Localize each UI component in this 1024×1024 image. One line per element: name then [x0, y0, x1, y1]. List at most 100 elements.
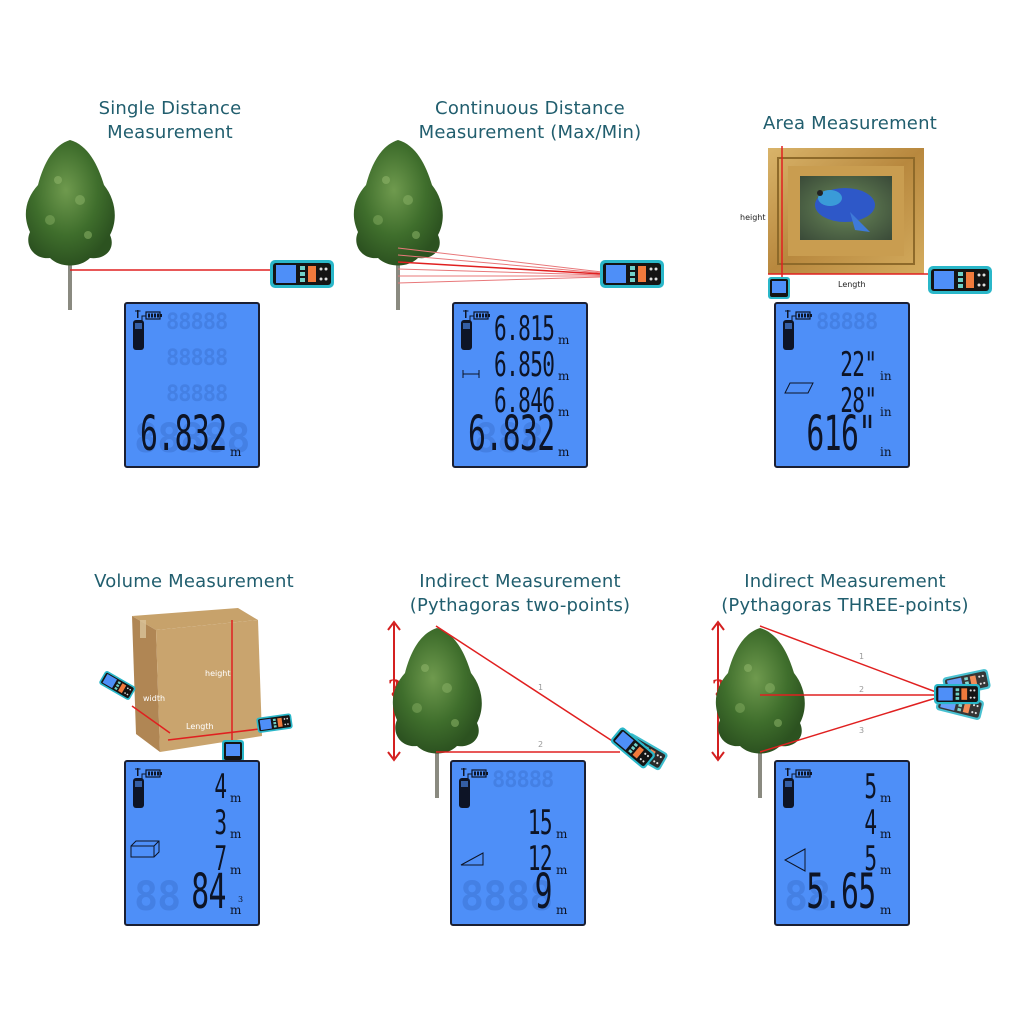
range-finder-device-icon	[934, 684, 981, 705]
reading-row: 84 3 m	[170, 868, 250, 916]
reading-value: 616"	[806, 406, 877, 462]
title-line-1: Continuous Distance	[435, 98, 625, 119]
reading-row: 6.815 m	[457, 312, 578, 346]
panel-pythagoras-three-point: Indirect Measurement (Pythagoras THREE-p…	[680, 540, 1020, 980]
reading-unit: m	[558, 333, 570, 347]
reading-unit: m	[880, 903, 892, 917]
range-finder-device-icon	[222, 740, 244, 762]
reading-unit: m	[230, 791, 242, 805]
reading-value: 15	[527, 803, 553, 843]
length-label: Length	[186, 722, 214, 731]
reading-value: 6.850	[493, 345, 555, 385]
reading-unit: in	[880, 405, 892, 419]
length-laser	[167, 727, 269, 741]
reading-unit: m	[880, 791, 892, 805]
reading-row: 5.65 m	[776, 868, 900, 917]
line-2-label: 2	[859, 685, 864, 694]
line-1-label: 1	[538, 683, 543, 692]
reading-value: 5	[863, 767, 877, 807]
reading-unit: m	[880, 863, 892, 877]
continuous-range-icon	[462, 370, 480, 378]
device-battery-status-icon	[132, 768, 163, 809]
reading-value: 12	[527, 839, 553, 879]
reading-row: 22" in	[818, 348, 900, 382]
scene-illustration: height Length	[740, 146, 992, 299]
range-finder-device-icon	[768, 277, 790, 299]
range-finder-device-icon	[928, 266, 992, 294]
scene-illustration: height width Length	[98, 608, 294, 762]
reading-value: 4	[213, 767, 227, 807]
reading-row: 6.850 m	[457, 348, 578, 382]
reading-unit: m	[556, 827, 568, 841]
reading-unit: m	[556, 903, 568, 917]
scene-illustration: ? 1 2	[387, 620, 669, 798]
scene-illustration: ? 1 2 3	[711, 620, 992, 798]
laser-fan	[397, 247, 603, 284]
panel-title: Indirect Measurement (Pythagoras THREE-p…	[675, 570, 1015, 618]
tree-icon	[353, 140, 443, 310]
reading-value: 22"	[839, 345, 877, 385]
lcd-display: 88 5 m 4 m 5 m 5.65 m	[774, 760, 910, 926]
range-finder-device-icon	[270, 260, 334, 288]
reading-unit: m	[558, 445, 570, 459]
title-line-1: Indirect Measurement	[744, 571, 946, 592]
panel-pythagoras-two-point: Indirect Measurement (Pythagoras two-poi…	[340, 540, 680, 980]
lcd-display: 88888 88888 88888 88888 6.832 m	[124, 302, 260, 468]
reading-row: 7 m	[207, 842, 250, 876]
panel-title: Area Measurement	[680, 112, 1020, 136]
reading-value: 7	[213, 839, 227, 879]
laser-line-1	[435, 625, 621, 747]
volume-box-icon	[130, 840, 160, 858]
reading-value: 84	[191, 864, 226, 920]
triangle-three-point-icon	[784, 848, 806, 872]
panel-title: Single Distance Measurement	[30, 97, 310, 145]
length-label: Length	[838, 280, 866, 289]
title-line-2: (Pythagoras THREE-points)	[721, 595, 969, 616]
panel-title: Volume Measurement	[24, 570, 364, 594]
scene-illustration	[25, 140, 334, 310]
reading-row: 4 m	[207, 770, 250, 804]
picture-frame-image	[768, 148, 924, 274]
width-laser	[131, 705, 171, 734]
reading-unit: m	[558, 369, 570, 383]
panel-single-distance: Single Distance Measurement 88888 88888 …	[0, 80, 340, 520]
title-line-1: Single Distance	[98, 98, 242, 119]
panel-area: Area Measurement height Len	[680, 80, 1020, 520]
title-line-2: (Pythagoras two-points)	[409, 595, 631, 616]
reading-unit: m	[880, 827, 892, 841]
width-label: width	[143, 694, 165, 703]
title-line-2: Measurement	[107, 122, 233, 143]
line-1-label: 1	[859, 652, 864, 661]
reading-unit: m	[556, 863, 568, 877]
reading-unit: m	[230, 445, 242, 459]
reading-unit: m	[558, 405, 570, 419]
device-battery-status-icon	[132, 310, 163, 351]
line-2-label: 2	[538, 740, 543, 749]
tree-icon	[25, 140, 115, 310]
lcd-display: 888 6.815 m 6.850 m 6.846 m 6.832 m	[452, 302, 588, 468]
panel-continuous-distance: Continuous Distance Measurement (Max/Min…	[340, 80, 680, 520]
reading-row: 6.846 m	[457, 384, 578, 418]
reading-row: 6.832 m	[454, 410, 578, 459]
range-finder-device-icon	[98, 670, 137, 701]
height-label: height	[740, 213, 766, 222]
reading-value: 6.846	[493, 381, 555, 421]
unit-base: m	[230, 903, 242, 917]
lcd-display: 88888 8888 15 m 12 m 9 m	[450, 760, 586, 926]
range-finder-device-icon	[600, 260, 664, 288]
lcd-display: 88 4 m 3 m 7 m 84 3 m	[124, 760, 260, 926]
reading-value: 4	[863, 803, 877, 843]
reading-row: 5 m	[857, 770, 900, 804]
title-line-1: Area Measurement	[763, 113, 937, 134]
scene-illustration	[353, 140, 664, 310]
reading-row: 9 m	[524, 868, 576, 916]
line-3-label: 3	[859, 726, 864, 735]
reading-row: 3 m	[207, 806, 250, 840]
panel-title: Continuous Distance Measurement (Max/Min…	[360, 97, 700, 145]
height-arrow-icon	[387, 620, 401, 762]
reading-value: 3	[213, 803, 227, 843]
reading-row: 15 m	[513, 806, 576, 840]
range-finder-device-icon	[256, 713, 294, 734]
reading-unit: m	[230, 827, 242, 841]
device-battery-status-icon	[458, 768, 489, 809]
